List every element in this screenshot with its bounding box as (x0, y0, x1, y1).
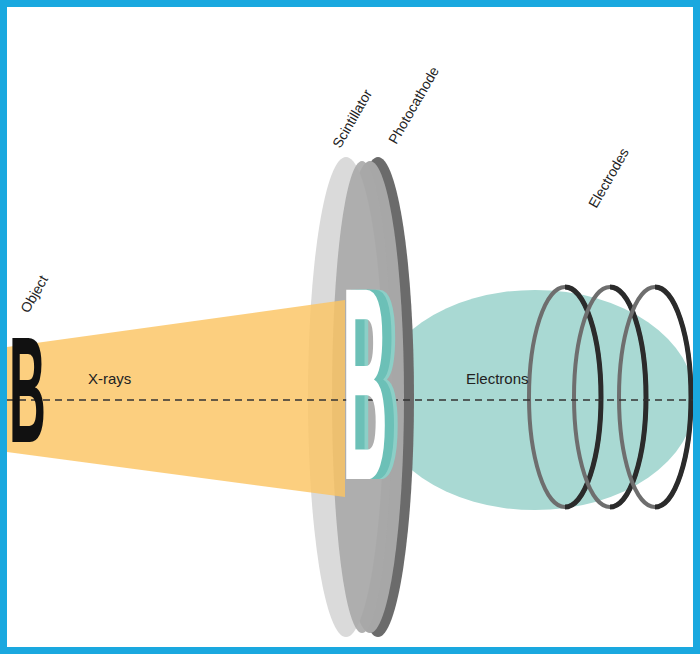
x-ray-beam (7, 300, 345, 497)
beam-label: Electrons (466, 371, 529, 386)
object-letter: B (9, 315, 46, 465)
beam-label: X-rays (88, 371, 131, 386)
part-label: Scintillator (330, 87, 374, 150)
image-letter: B (342, 246, 388, 521)
electrode-rings (529, 287, 691, 507)
part-label: Photocathode (386, 64, 441, 146)
part-label: Object (18, 273, 50, 315)
frame-border (4, 4, 697, 651)
part-label: Electrodes (586, 146, 631, 210)
